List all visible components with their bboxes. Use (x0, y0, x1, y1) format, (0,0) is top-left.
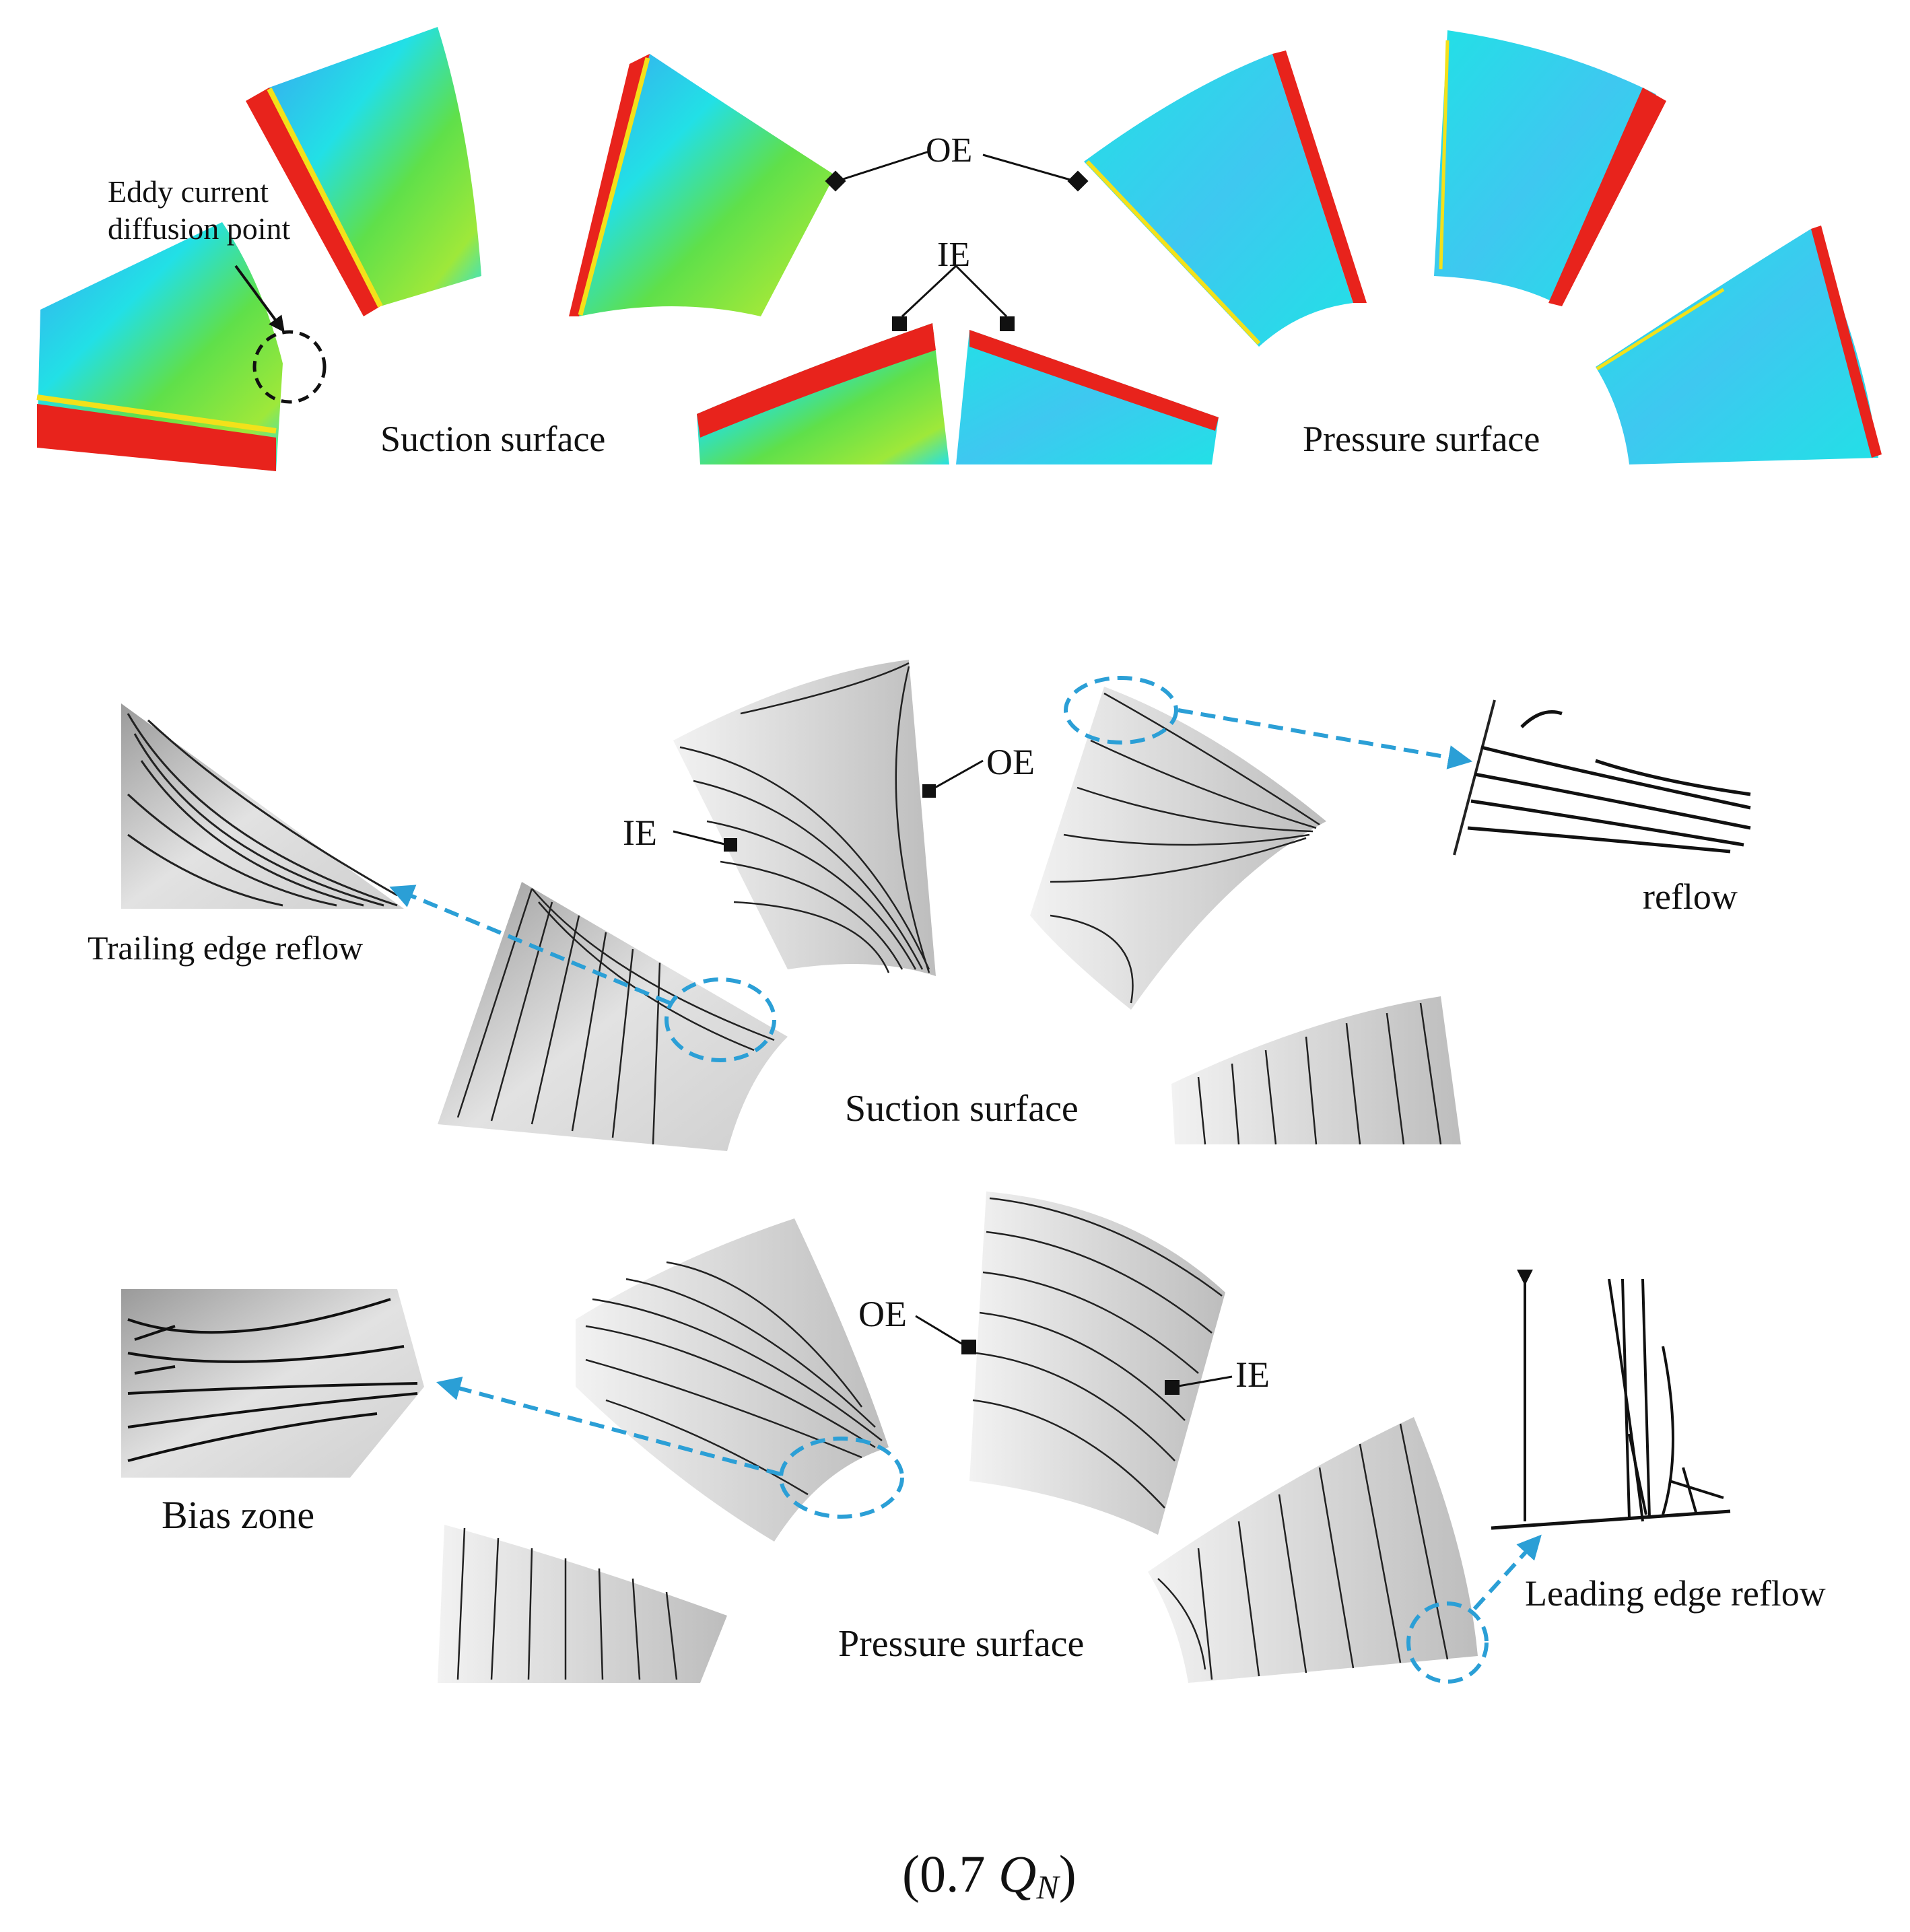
caption-sub: N (1035, 1868, 1060, 1906)
streamline-pressure-panel: Bias zone OE IE Leading edge reflow Pres… (121, 1192, 1826, 1684)
bias-zoom (121, 1289, 424, 1478)
pressure-blade-f (969, 1192, 1225, 1535)
pressure-ie-leader (1174, 1375, 1233, 1388)
contour-ie-label: IE (937, 236, 970, 274)
trailing-callout-ellipse (664, 977, 776, 1062)
trailing-zoom (121, 703, 404, 909)
figure-caption: (0.7 QN) (902, 1844, 1077, 1906)
pressure-ie-label: IE (1235, 1354, 1270, 1395)
pressure-oe-marker (961, 1340, 976, 1354)
suction-blade-d (1171, 996, 1461, 1145)
streamline-suction-panel: Trailing edge reflow OE IE reflow Suctio… (88, 660, 1751, 1151)
oe-marker-left (825, 170, 846, 192)
contour-leaders (834, 150, 1078, 318)
reflow-zoom (1453, 699, 1751, 856)
streamline-pressure-label: Pressure surface (838, 1623, 1084, 1665)
suction-ie-label: IE (623, 813, 657, 853)
suction-blade-a (438, 882, 788, 1151)
suction-ie-marker (724, 838, 737, 852)
contour-blade-2 (246, 27, 481, 316)
leading-callout-ellipse (1406, 1601, 1489, 1684)
contour-blade-3 (569, 54, 835, 316)
pressure-ie-marker (1165, 1380, 1180, 1395)
reflow-label: reflow (1643, 876, 1738, 917)
bias-callout-ellipse (779, 1437, 904, 1519)
trailing-label: Trailing edge reflow (88, 929, 363, 967)
bias-callout-arrow (436, 1377, 782, 1476)
suction-blade-b (673, 660, 936, 976)
pressure-oe-label: OE (858, 1294, 907, 1334)
contour-suction-label: Suction surface (380, 419, 605, 459)
contour-oe-label: OE (926, 131, 972, 170)
eddy-label-line2: diffusion point (108, 211, 291, 246)
pressure-blade-g (438, 1525, 727, 1683)
contour-blade-6 (1596, 226, 1882, 464)
suction-ie-leader (673, 830, 728, 846)
contour-panel: Eddy current diffusion point OE IE Sucti… (36, 27, 1882, 471)
eddy-marker-circle (252, 330, 327, 404)
pressure-blade-e (576, 1218, 889, 1542)
caption-open: (0.7 (902, 1844, 998, 1903)
contour-blade-1 (36, 222, 283, 471)
reflow-callout-arrow (1178, 708, 1473, 769)
eddy-label-line1: Eddy current (108, 174, 269, 209)
contour-blade-ie-left (697, 323, 949, 464)
caption-q: Q (998, 1844, 1036, 1903)
leading-label: Leading edge reflow (1525, 1573, 1826, 1614)
leading-callout-arrow (1472, 1534, 1542, 1611)
eddy-arrow (234, 265, 285, 333)
contour-pressure-label: Pressure surface (1303, 419, 1540, 459)
reflow-callout-ellipse (1064, 676, 1178, 745)
oe-marker-right (1067, 170, 1089, 192)
pressure-oe-leader (915, 1315, 967, 1348)
contour-blade-5 (1434, 30, 1666, 306)
caption-close: ) (1059, 1844, 1077, 1903)
suction-blade-c (1030, 687, 1326, 1010)
suction-oe-leader (928, 759, 984, 792)
pressure-blade-h (1148, 1417, 1478, 1683)
suction-oe-marker (922, 784, 936, 798)
ie-marker-right (1000, 316, 1015, 331)
contour-blade-ie-right (956, 330, 1219, 464)
contour-blade-4 (1084, 50, 1367, 347)
streamline-suction-label: Suction surface (845, 1088, 1079, 1130)
suction-oe-label: OE (986, 742, 1035, 782)
trailing-callout-arrow (389, 885, 671, 1005)
ie-marker-left (892, 316, 907, 331)
leading-zoom (1491, 1269, 1731, 1530)
bias-label: Bias zone (162, 1493, 314, 1537)
